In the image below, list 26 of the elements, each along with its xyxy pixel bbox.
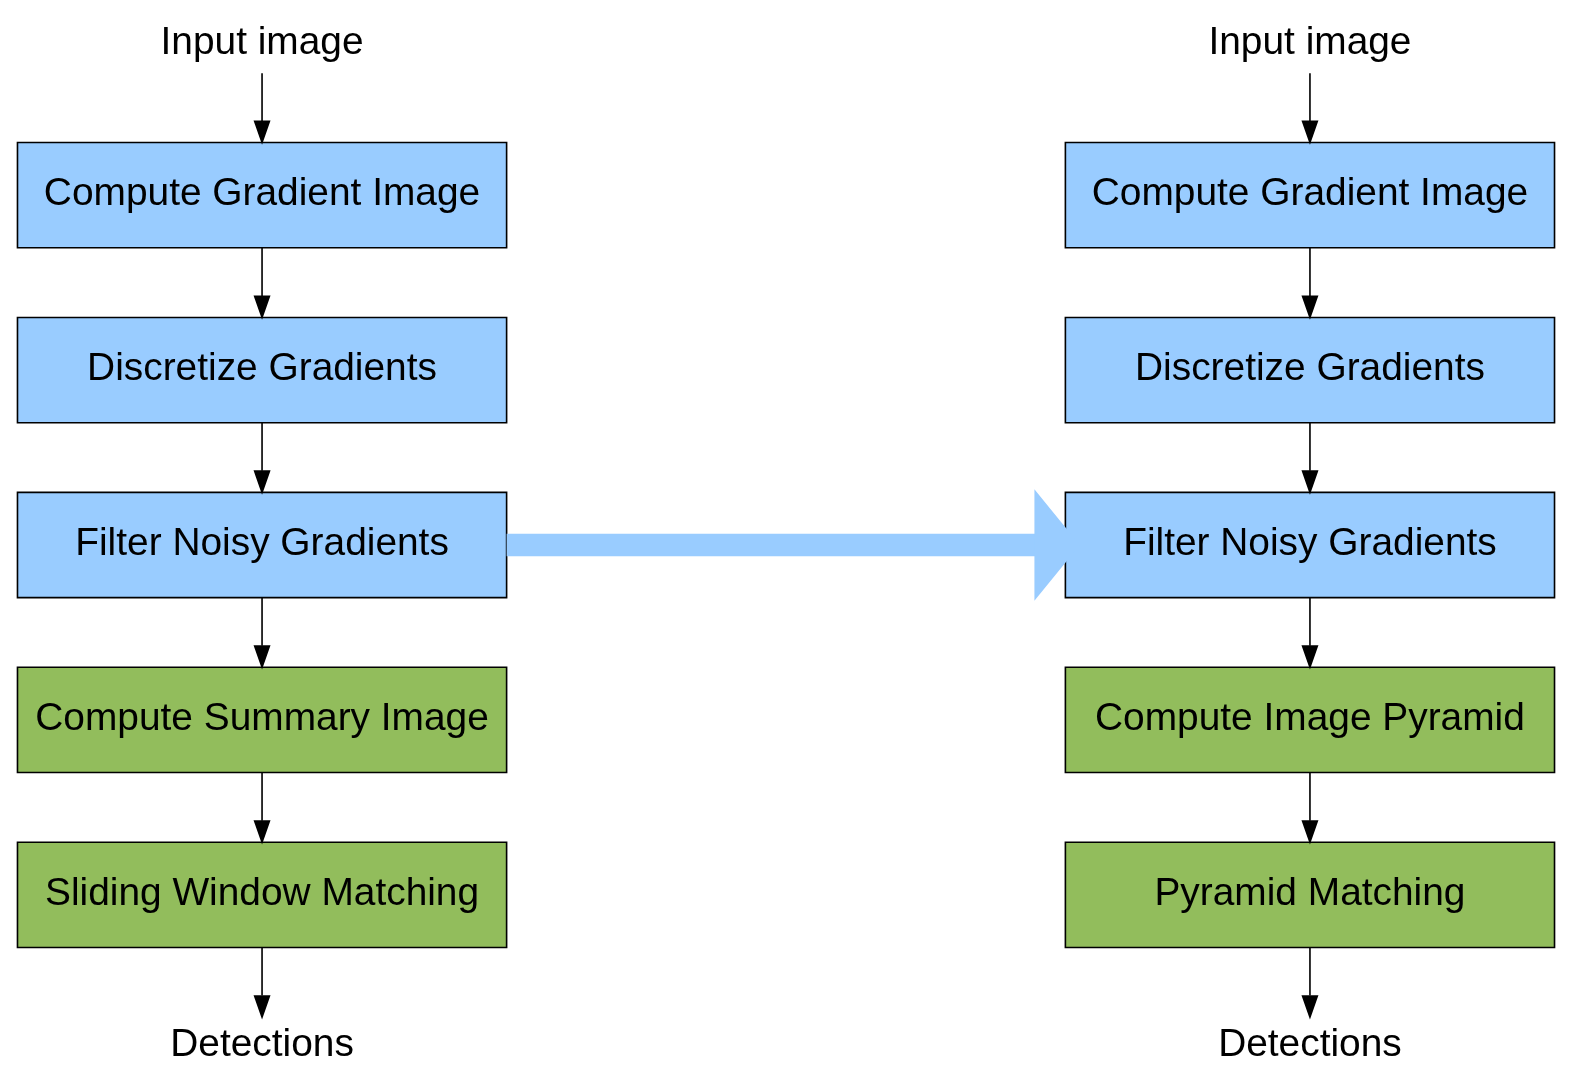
arrow	[1300, 596, 1318, 670]
arrow	[253, 947, 271, 1020]
node-text: Input image	[1207, 18, 1411, 62]
node-box: Filter Noisy Gradients	[1064, 491, 1555, 599]
arrow	[1300, 771, 1318, 845]
node-box: Compute Gradient Image	[1064, 141, 1555, 249]
arrow	[1300, 421, 1318, 495]
arrow	[253, 72, 271, 145]
arrow	[1300, 947, 1318, 1020]
node-text: Detections	[1217, 1021, 1402, 1065]
arrow	[253, 421, 271, 495]
node-text: Detections	[169, 1021, 354, 1065]
arrow	[253, 771, 271, 845]
node-box: Compute Image Pyramid	[1064, 666, 1555, 774]
arrow	[253, 247, 271, 320]
node-text: Input image	[160, 18, 364, 62]
node-box: Compute Summary Image	[16, 666, 507, 774]
node-box: Discretize Gradients	[1064, 316, 1555, 424]
node-box: Compute Gradient Image	[16, 141, 507, 249]
node-box: Discretize Gradients	[16, 316, 507, 424]
arrow	[1300, 72, 1318, 145]
node-box: Filter Noisy Gradients	[16, 491, 507, 599]
arrow	[253, 596, 271, 670]
node-box: Pyramid Matching	[1064, 841, 1555, 949]
node-box: Sliding Window Matching	[16, 841, 507, 949]
arrow	[1300, 247, 1318, 320]
